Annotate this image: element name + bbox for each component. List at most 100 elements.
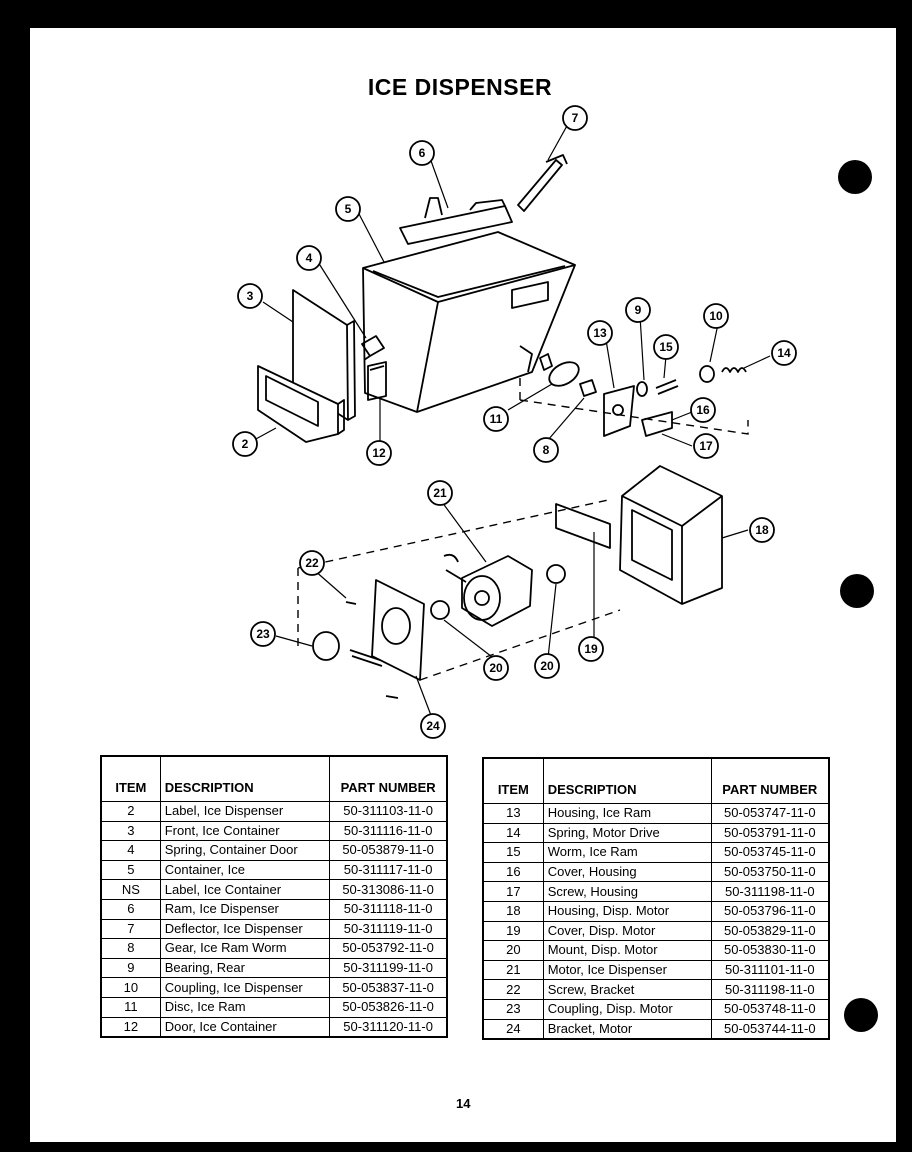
part-number-cell: 50-311198-11-0 [710,979,830,1000]
callout-number: 19 [584,642,598,656]
part-number-cell: 50-053750-11-0 [710,861,830,883]
item-cell: 9 [100,957,161,979]
callout-circle [653,334,679,360]
description-cell: Screw, Housing [542,881,712,902]
item-cell: 23 [482,998,544,1020]
part-number-cell: 50-053879-11-0 [329,840,448,861]
part-number-cell: 50-053826-11-0 [329,996,448,1018]
exploded-parts-diagram: 2 3 4 5 6 7 8 9 10 11 12 13 14 15 16 17 … [232,105,797,739]
callout-circle [749,517,775,543]
description-cell: Cover, Disp. Motor [542,920,712,942]
item-cell: 13 [482,803,544,824]
description-cell: Container, Ice [159,859,331,881]
part-gear-ice-ram-worm [579,379,597,397]
callout-circle [693,433,719,459]
item-cell: 12 [100,1016,161,1038]
part-mount-disp-motor-a [430,600,450,620]
description-cell: Front, Ice Container [159,820,331,842]
callout-circle [690,397,716,423]
description-cell: Motor, Ice Dispenser [542,959,712,981]
callout-circle [578,636,604,662]
callout-circle [587,320,613,346]
item-cell: 20 [482,940,544,961]
col-header-item: ITEM [100,755,161,802]
part-motor-ice-dispenser [443,553,533,627]
callout-number: 12 [372,446,386,460]
callout-circle [420,713,446,739]
item-cell: 22 [482,979,544,1000]
description-cell: Coupling, Ice Dispenser [159,977,331,998]
description-cell: Screw, Bracket [542,979,712,1000]
item-cell: 7 [100,918,161,940]
callout-number: 9 [635,303,642,317]
page-number: 14 [456,1096,471,1111]
callout-circle [409,140,435,166]
callout-number: 5 [345,202,352,216]
item-cell: 5 [100,859,161,881]
item-cell: 8 [100,938,161,959]
part-number-cell: 50-053791-11-0 [710,822,830,844]
item-cell: 3 [100,820,161,842]
callout-circle [427,480,453,506]
callout-circle [250,621,276,647]
col-header-part-number: PART NUMBER [710,757,830,804]
part-mount-disp-motor-b [546,564,566,584]
description-cell: Mount, Disp. Motor [542,940,712,961]
description-cell: Housing, Ice Ram [542,803,712,824]
callout-number: 8 [543,443,550,457]
description-cell: Housing, Disp. Motor [542,900,712,922]
item-cell: 17 [482,881,544,902]
item-cell: 16 [482,861,544,883]
callout-number: 6 [419,146,426,160]
callout-number: 23 [256,627,270,641]
table-header-row: ITEM DESCRIPTION PART NUMBER [100,755,448,802]
description-cell: Gear, Ice Ram Worm [159,938,331,959]
part-housing-disp-motor [619,465,723,605]
col-header-description: DESCRIPTION [542,757,712,804]
callout-circle [232,431,258,457]
binder-hole-bottom [844,998,878,1032]
part-coupling-disp-motor [312,631,340,661]
binder-hole-middle [840,574,874,608]
table-header-row: ITEM DESCRIPTION PART NUMBER [482,757,830,804]
part-spring-motor-drive [721,367,747,373]
description-cell: Deflector, Ice Dispenser [159,918,331,940]
item-cell: NS [100,879,161,900]
callout-circle [625,297,651,323]
callout-number: 20 [540,659,554,673]
callout-circle [771,340,797,366]
part-number-cell: 50-053748-11-0 [710,998,830,1020]
item-cell: 2 [100,801,161,822]
part-number-cell: 50-311117-11-0 [329,859,448,881]
part-door-ice-container [367,361,387,401]
callout-circle [299,550,325,576]
part-number-cell: 50-053829-11-0 [710,920,830,942]
part-screw-bracket [345,601,399,699]
callout-number: 7 [572,111,579,125]
description-cell: Label, Ice Container [159,879,331,900]
item-cell: 10 [100,977,161,998]
callout-number: 18 [755,523,769,537]
part-housing-ice-ram [603,385,635,437]
part-number-cell: 50-311199-11-0 [329,957,448,979]
part-worm-ice-ram [655,379,679,395]
part-number-cell: 50-053837-11-0 [329,977,448,998]
callout-number: 15 [659,340,673,354]
